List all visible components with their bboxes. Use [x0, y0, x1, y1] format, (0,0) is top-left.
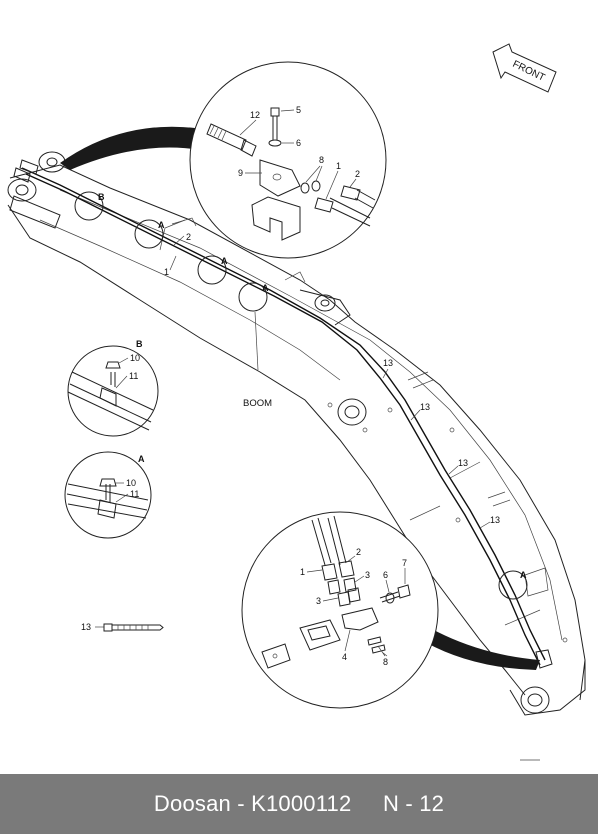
footer-text: Doosan - K1000112 N - 12	[153, 791, 445, 816]
cable-tie-callouts: 13 13 13 13	[382, 358, 500, 529]
callout-8: 8	[383, 657, 388, 667]
callout-6: 6	[383, 570, 388, 580]
callout-8: 8	[319, 155, 324, 165]
callout-2: 2	[356, 547, 361, 557]
callout-13: 13	[81, 622, 91, 632]
clamp-b-circle	[74, 191, 104, 221]
clamp-a-circle	[498, 570, 528, 600]
boom-label: BOOM	[243, 398, 272, 409]
footer-bar: Doosan - K1000112 N - 12	[0, 774, 598, 834]
callout-13: 13	[383, 358, 393, 368]
detail-b-letter: B	[98, 192, 105, 202]
clamp-a-circle	[197, 255, 227, 285]
detail-a-clamp: A 10 11	[64, 451, 152, 539]
leader-wedge	[60, 126, 200, 170]
boom-structure	[7, 151, 586, 761]
detail-a-letter: A	[262, 283, 269, 293]
callout-13: 13	[420, 402, 430, 412]
detail-a-letter: A	[520, 570, 527, 580]
callout-2: 2	[355, 169, 360, 179]
front-label: FRONT	[511, 59, 547, 84]
callout-1: 1	[336, 161, 341, 171]
callout-12: 12	[250, 110, 260, 120]
callout-3: 3	[365, 570, 370, 580]
callout-9: 9	[238, 168, 243, 178]
cable-tie-part: 13	[81, 622, 164, 632]
callout-7: 7	[402, 558, 407, 568]
leader-wedge	[425, 628, 540, 670]
callout-1: 1	[164, 267, 169, 277]
callout-2: 2	[186, 232, 191, 242]
callout-13: 13	[490, 515, 500, 525]
detail-b-title: B	[136, 339, 143, 349]
front-arrow-icon: FRONT	[492, 43, 557, 93]
clamp-a-circle	[134, 219, 164, 249]
callout-13: 13	[458, 458, 468, 468]
detail-bottom-hose-fitting: 1 2 3 3 6 7 4 8	[241, 511, 540, 709]
callout-11: 11	[130, 489, 139, 499]
detail-a-title: A	[138, 454, 145, 464]
detail-a-letter: A	[221, 256, 228, 266]
clamp-markers: B A A A A 2 1	[74, 191, 528, 600]
callout-10: 10	[126, 478, 136, 488]
callout-5: 5	[296, 105, 301, 115]
callout-11: 11	[129, 371, 138, 381]
clamp-a-circle	[238, 282, 268, 312]
callout-1: 1	[300, 567, 305, 577]
callout-10: 10	[130, 353, 140, 363]
detail-b-clamp: B 10 11	[67, 339, 159, 437]
callout-3: 3	[316, 596, 321, 606]
hose-routing	[13, 159, 553, 669]
boom-piping-diagram: FRONT	[7, 43, 586, 761]
detail-top-hose-fitting: 12 5 6 9 8 1 2	[60, 61, 387, 259]
callout-6: 6	[296, 138, 301, 148]
callout-4: 4	[342, 652, 347, 662]
detail-a-letter: A	[158, 220, 165, 230]
